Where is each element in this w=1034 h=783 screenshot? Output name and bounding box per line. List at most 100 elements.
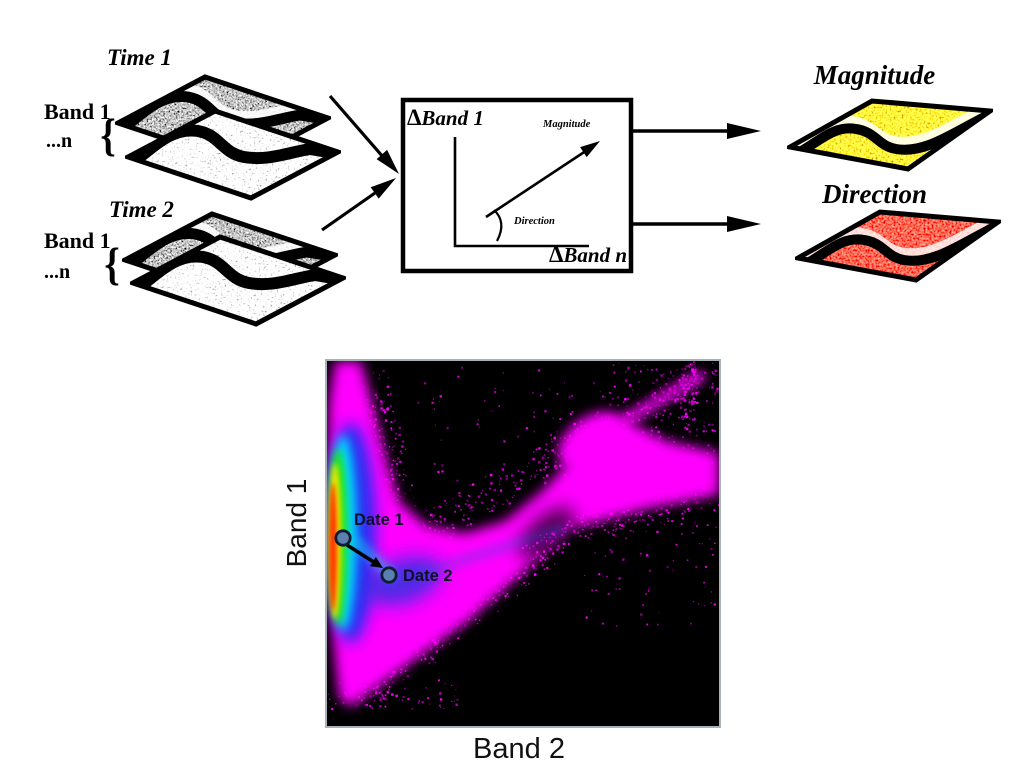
speckle: [610, 465, 612, 466]
box-direction-label: Direction: [514, 216, 555, 227]
speckle: [521, 584, 523, 586]
speckle: [609, 403, 612, 406]
speckle: [691, 368, 693, 370]
speckle: [398, 426, 401, 429]
speckle: [688, 399, 690, 401]
speckle: [638, 419, 641, 422]
speckle: [536, 470, 538, 472]
speckle: [619, 523, 621, 526]
speckle: [711, 382, 714, 385]
speckle: [694, 493, 697, 496]
speckle: [710, 548, 713, 551]
speckle: [690, 376, 692, 378]
speckle: [461, 612, 465, 615]
speckle: [650, 459, 652, 461]
speckle: [498, 475, 500, 477]
speckle: [716, 387, 719, 391]
speckle: [467, 517, 470, 520]
speckle: [628, 519, 630, 521]
speckle: [517, 576, 521, 579]
speckle: [580, 442, 581, 444]
speckle: [452, 604, 454, 607]
speckle: [515, 567, 518, 569]
speckle: [692, 388, 694, 390]
speckle: [384, 451, 386, 453]
speckle: [431, 640, 433, 642]
speckle: [489, 511, 491, 513]
time2-band-label: Band 1: [44, 228, 111, 253]
speckle: [471, 604, 474, 607]
speckle: [365, 399, 368, 401]
speckle: [380, 400, 383, 403]
speckle: [531, 391, 534, 394]
speckle: [390, 485, 392, 487]
speckle: [607, 432, 610, 435]
speckle: [433, 507, 435, 509]
speckle: [614, 424, 616, 427]
speckle: [688, 430, 691, 433]
speckle: [675, 495, 678, 498]
speckle: [500, 579, 503, 582]
speckle: [667, 520, 669, 522]
speckle: [668, 456, 671, 458]
speckle: [533, 415, 536, 418]
speckle: [434, 661, 436, 663]
speckle: [694, 370, 697, 373]
speckle: [599, 511, 601, 513]
speckle: [494, 387, 496, 389]
speckle: [534, 476, 536, 478]
speckle: [373, 372, 375, 374]
speckle: [709, 538, 711, 540]
speckle: [660, 521, 662, 523]
arrow-magnitude-head: [727, 123, 761, 139]
direction-angle-arc: [493, 209, 503, 242]
speckle: [399, 460, 402, 463]
speckle: [601, 622, 604, 625]
speckle: [611, 426, 613, 428]
speckle: [535, 551, 539, 554]
speckle: [713, 449, 716, 452]
speckle: [471, 605, 473, 608]
speckle: [660, 374, 663, 377]
speckle: [627, 508, 630, 512]
speckle: [370, 411, 373, 414]
speckle: [658, 408, 660, 410]
speckle: [488, 487, 491, 490]
speckle: [466, 524, 469, 527]
speckle: [683, 509, 685, 512]
speckle: [551, 438, 553, 440]
speckle: [381, 427, 383, 430]
speckle: [394, 461, 396, 463]
speckle: [561, 534, 564, 536]
speckle: [625, 537, 627, 540]
speckle: [469, 510, 471, 512]
speckle: [406, 675, 409, 678]
speckle: [507, 561, 508, 563]
speckle: [591, 422, 593, 424]
speckle: [463, 596, 465, 598]
speckle: [448, 617, 450, 620]
speckle: [533, 430, 535, 433]
speckle: [463, 514, 465, 516]
speckle: [687, 508, 690, 510]
speckle: [379, 705, 382, 708]
speckle: [558, 546, 561, 549]
speckle: [543, 454, 546, 457]
speckle: [536, 568, 538, 570]
speckle: [656, 456, 659, 458]
speckle: [700, 507, 703, 510]
speckle: [618, 588, 621, 590]
speckle: [574, 430, 577, 433]
speckle: [588, 440, 591, 443]
main-cloud: [327, 361, 719, 707]
speckle: [564, 527, 567, 530]
speckle: [438, 704, 441, 707]
speckle: [361, 699, 363, 701]
speckle: [625, 378, 627, 379]
speckle: [484, 493, 487, 496]
speckle: [651, 518, 654, 522]
speckle: [402, 440, 404, 443]
speckle: [681, 415, 684, 418]
speckle: [466, 608, 468, 611]
speckle: [595, 589, 597, 591]
